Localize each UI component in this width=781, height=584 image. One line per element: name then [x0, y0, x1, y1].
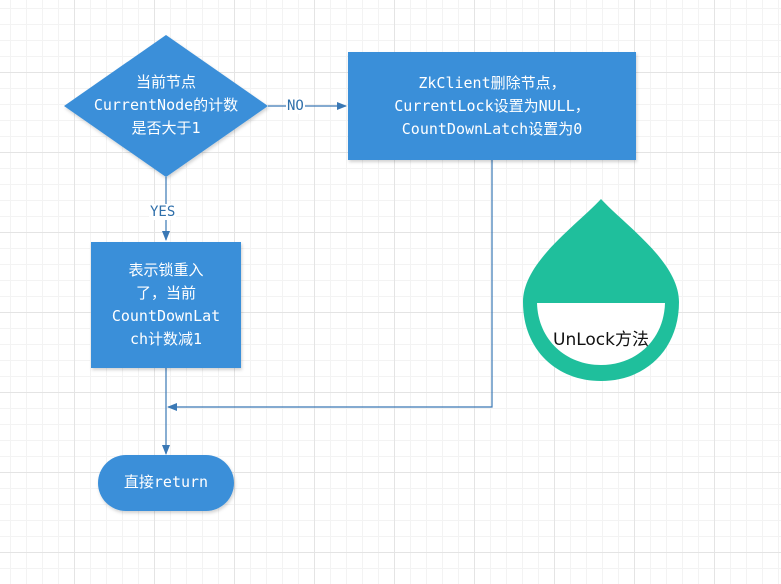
drop-inner-area	[537, 303, 665, 365]
drop-label: UnLock方法	[553, 330, 649, 350]
delete-node-line: CountDownLatch设置为0	[401, 119, 583, 138]
reentrant-line: 表示锁重入	[128, 261, 204, 279]
decision-line: 是否大于1	[131, 119, 201, 137]
yes-edge-label: YES	[149, 204, 177, 220]
delete-node-line: CurrentLock设置为NULL，	[394, 96, 590, 115]
delete-node-line: ZkClient删除节点，	[418, 73, 566, 92]
reentrant-line: CountDownLat	[111, 307, 221, 325]
no-edge-label: NO	[286, 98, 305, 114]
terminal-text: 直接return	[123, 473, 209, 491]
delete-to-merge-connector	[167, 160, 493, 411]
terminal-shape[interactable]	[98, 455, 234, 511]
decision-line: 当前节点	[135, 73, 196, 91]
decision-diamond[interactable]	[64, 35, 268, 177]
delete-node-box[interactable]: ZkClient删除节点， CurrentLock设置为NULL， CountD…	[348, 52, 636, 160]
reentrant-lock-box[interactable]: 表示锁重入 了，当前 CountDownLat ch计数减1	[91, 242, 241, 368]
reentrant-line: ch计数减1	[129, 330, 203, 348]
decision-line: CurrentNode的计数	[93, 96, 239, 114]
decision-label: 当前节点 CurrentNode的计数 是否大于1	[66, 71, 266, 140]
reentrant-line: 了，当前	[135, 284, 196, 302]
terminal-label: 直接return	[98, 471, 234, 494]
